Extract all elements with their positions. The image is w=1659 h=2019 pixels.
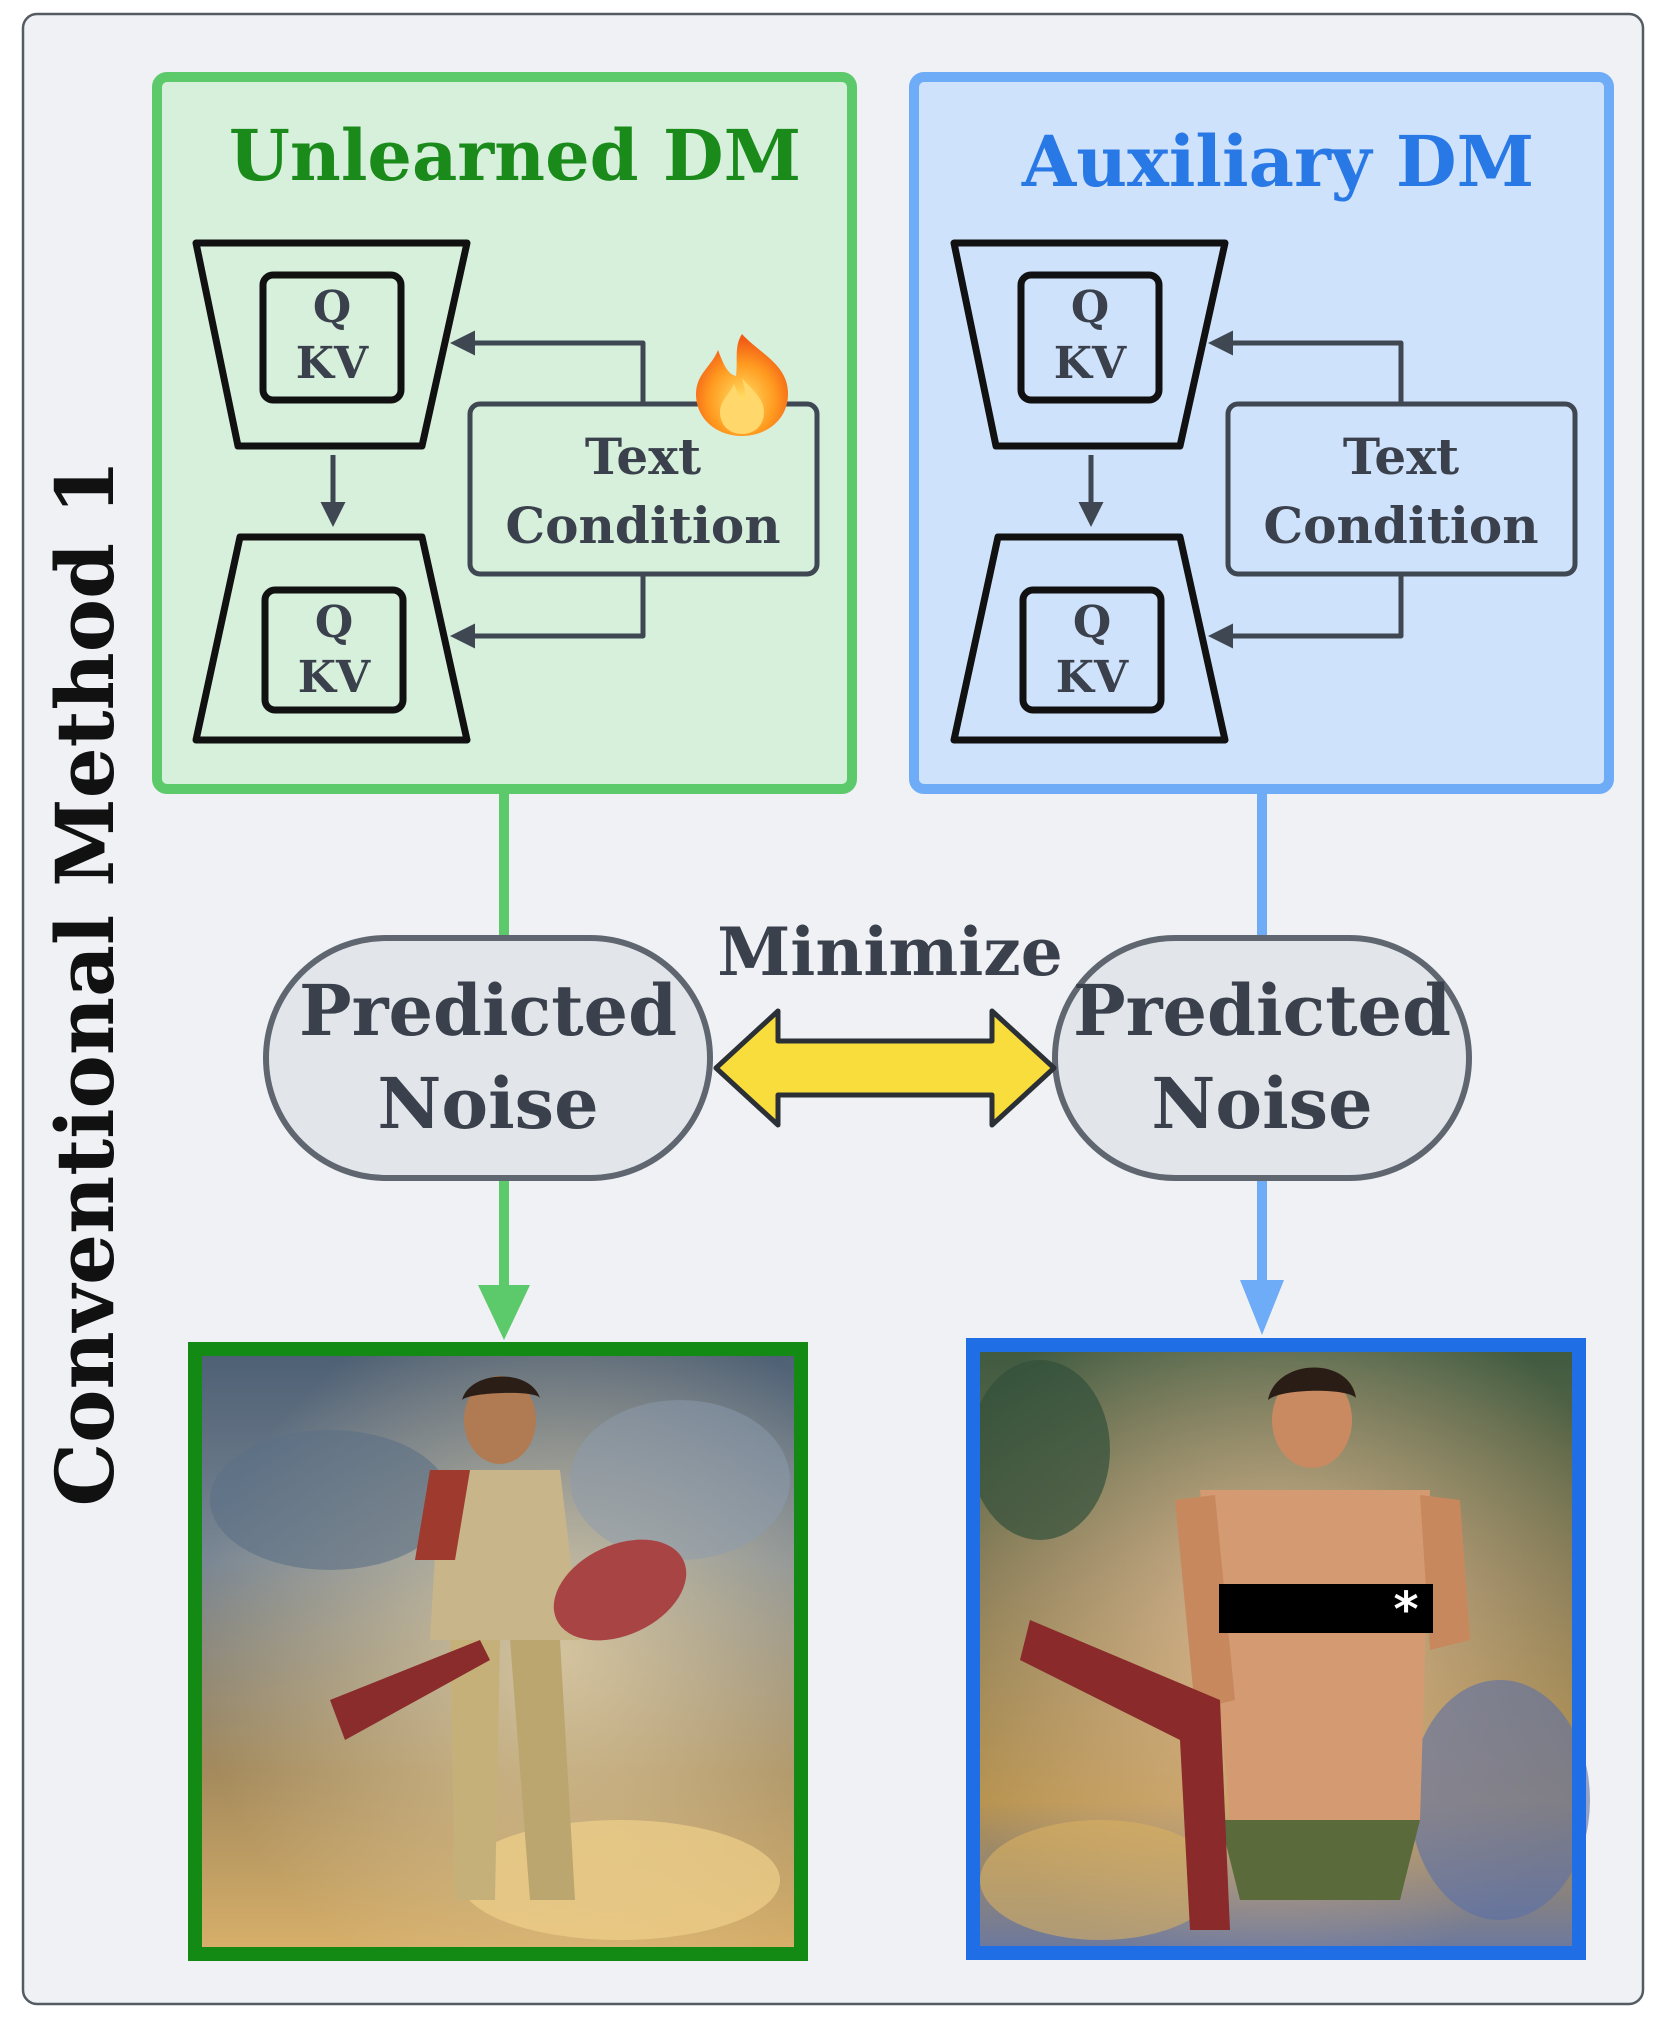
minimize-label: Minimize (717, 913, 1063, 991)
left-noise-to-image-arrowhead (478, 1285, 530, 1340)
predicted-noise-line1: Predicted (299, 969, 677, 1052)
condition-to-encoder-arrow-right (1208, 330, 1404, 404)
kv-label: KV (1054, 338, 1127, 389)
text-condition-line1: Text (1343, 427, 1459, 486)
text-condition-line2: Condition (505, 496, 780, 555)
predicted-noise-line2: Noise (1151, 1062, 1372, 1145)
kv-label: KV (296, 338, 369, 389)
kv-label: KV (1056, 652, 1129, 703)
unet-decoder-block-left (192, 533, 471, 744)
fire-icon (696, 334, 788, 436)
auxiliary-dm-panel (909, 72, 1614, 794)
predicted-noise-line2: Noise (377, 1062, 598, 1145)
minimize-double-arrow (713, 1008, 1057, 1128)
text-condition-line2: Condition (1263, 496, 1538, 555)
unet-encoder-block-left (192, 239, 471, 450)
condition-to-decoder-arrow-right (1208, 574, 1404, 649)
predicted-noise-box-left (263, 935, 713, 1181)
right-noise-to-image-arrowhead (1240, 1280, 1284, 1335)
attention-box-top-right (1017, 271, 1163, 404)
unet-decoder-block-right (950, 533, 1229, 744)
q-label: Q (313, 282, 351, 333)
condition-to-encoder-arrow-left (450, 330, 646, 404)
text-condition-line1: Text (585, 427, 701, 486)
q-label: Q (1071, 282, 1109, 333)
q-label: Q (315, 597, 353, 648)
unlearned-output-frame (188, 1342, 808, 1961)
q-label: Q (1073, 597, 1111, 648)
side-title: Conventional Method 1 (38, 459, 132, 1506)
unlearned-dm-title: Unlearned DM (229, 114, 801, 197)
condition-to-decoder-arrow-left (450, 574, 646, 649)
unlearned-output-image (195, 1349, 801, 1954)
attention-box-bottom-left (261, 586, 407, 714)
predicted-noise-box-right (1052, 935, 1472, 1181)
unet-encoder-block-right (950, 239, 1229, 450)
kv-label: KV (298, 652, 371, 703)
auxiliary-output-frame (966, 1338, 1586, 1960)
censor-mark: * (1393, 1582, 1418, 1638)
auxiliary-dm-title: Auxiliary DM (1021, 120, 1534, 203)
unlearned-dm-panel (152, 72, 857, 794)
attention-box-top-left (259, 271, 405, 404)
predicted-noise-line1: Predicted (1073, 969, 1451, 1052)
attention-box-bottom-right (1019, 586, 1165, 714)
auxiliary-output-image (970, 1345, 1590, 1953)
censor-bar (1219, 1584, 1433, 1633)
